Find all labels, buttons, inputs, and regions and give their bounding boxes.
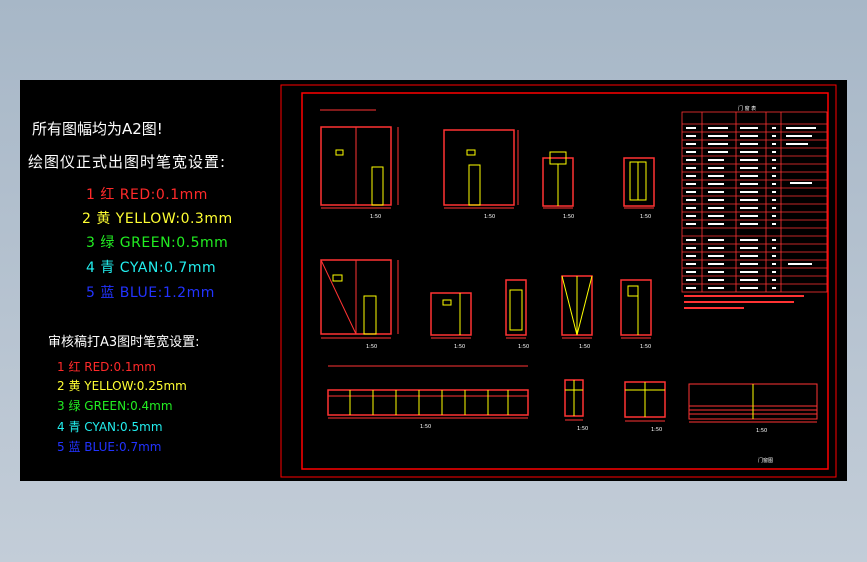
scale-label-4: 1:50 [640, 214, 651, 220]
drawing-sheet: 1:50 1:50 1:50 1:50 [278, 80, 847, 481]
elevation-door-8 [561, 275, 593, 339]
scale-label-3: 1:50 [563, 214, 574, 220]
schedule-title: 门 窗 表 [738, 105, 756, 112]
sheet-caption: 门窗图 [758, 457, 773, 464]
elevation-door-7 [505, 279, 527, 339]
elevation-window-strip-10 [327, 365, 529, 419]
elevation-window-11 [564, 379, 584, 421]
scale-label-9: 1:50 [640, 344, 651, 350]
pen-a3-2: 2 黄 YELLOW:0.25mm [57, 379, 187, 393]
outer-frame [280, 84, 837, 478]
scale-label-2: 1:50 [484, 214, 495, 220]
pen-a2-1: 1 红 RED:0.1mm [86, 187, 208, 203]
pen-a3-3: 3 绿 GREEN:0.4mm [57, 399, 173, 413]
cad-canvas[interactable]: 所有图幅均为A2图! 绘图仪正式出图时笔宽设置: 1 红 RED:0.1mm 2… [20, 80, 847, 481]
scale-label-5: 1:50 [366, 344, 377, 350]
note-title-a2: 所有图幅均为A2图! [32, 120, 163, 138]
pen-a2-2: 2 黄 YELLOW:0.3mm [82, 211, 233, 227]
note-title-plotter: 绘图仪正式出图时笔宽设置: [28, 153, 227, 171]
note-title-a3: 审核稿打A3图时笔宽设置: [48, 335, 200, 350]
schedule-notes [684, 295, 804, 309]
elevation-door-6 [430, 292, 472, 339]
scale-label-8: 1:50 [579, 344, 590, 350]
pen-settings-notes: 所有图幅均为A2图! 绘图仪正式出图时笔宽设置: 1 红 RED:0.1mm 2… [20, 80, 280, 481]
elevation-door-5 [320, 259, 399, 339]
scale-label-7: 1:50 [518, 344, 529, 350]
elevation-door-1 [320, 109, 399, 209]
elevation-window-3 [542, 151, 574, 209]
pen-a2-4: 4 青 CYAN:0.7mm [86, 260, 217, 276]
scale-label-12: 1:50 [651, 427, 662, 433]
scale-label-6: 1:50 [454, 344, 465, 350]
pen-a3-1: 1 红 RED:0.1mm [57, 360, 156, 374]
scale-label-11: 1:50 [577, 426, 588, 432]
pen-a2-5: 5 蓝 BLUE:1.2mm [86, 285, 215, 301]
drawing-svg: 1:50 1:50 1:50 1:50 [280, 84, 837, 478]
inner-frame [301, 92, 829, 470]
schedule-cell-marks [686, 127, 816, 289]
door-window-schedule [681, 111, 828, 293]
elevation-door-9 [620, 279, 652, 339]
scale-label-10: 1:50 [420, 424, 431, 430]
elevation-door-2 [443, 129, 519, 209]
scale-label-1: 1:50 [370, 214, 381, 220]
elevation-window-12 [624, 381, 666, 422]
elevation-railing-13 [688, 383, 818, 423]
pen-a3-5: 5 蓝 BLUE:0.7mm [57, 440, 162, 454]
pen-a2-3: 3 绿 GREEN:0.5mm [86, 235, 229, 251]
scale-label-13: 1:50 [756, 428, 767, 434]
elevation-window-4 [623, 157, 655, 209]
pen-a3-4: 4 青 CYAN:0.5mm [57, 420, 163, 434]
